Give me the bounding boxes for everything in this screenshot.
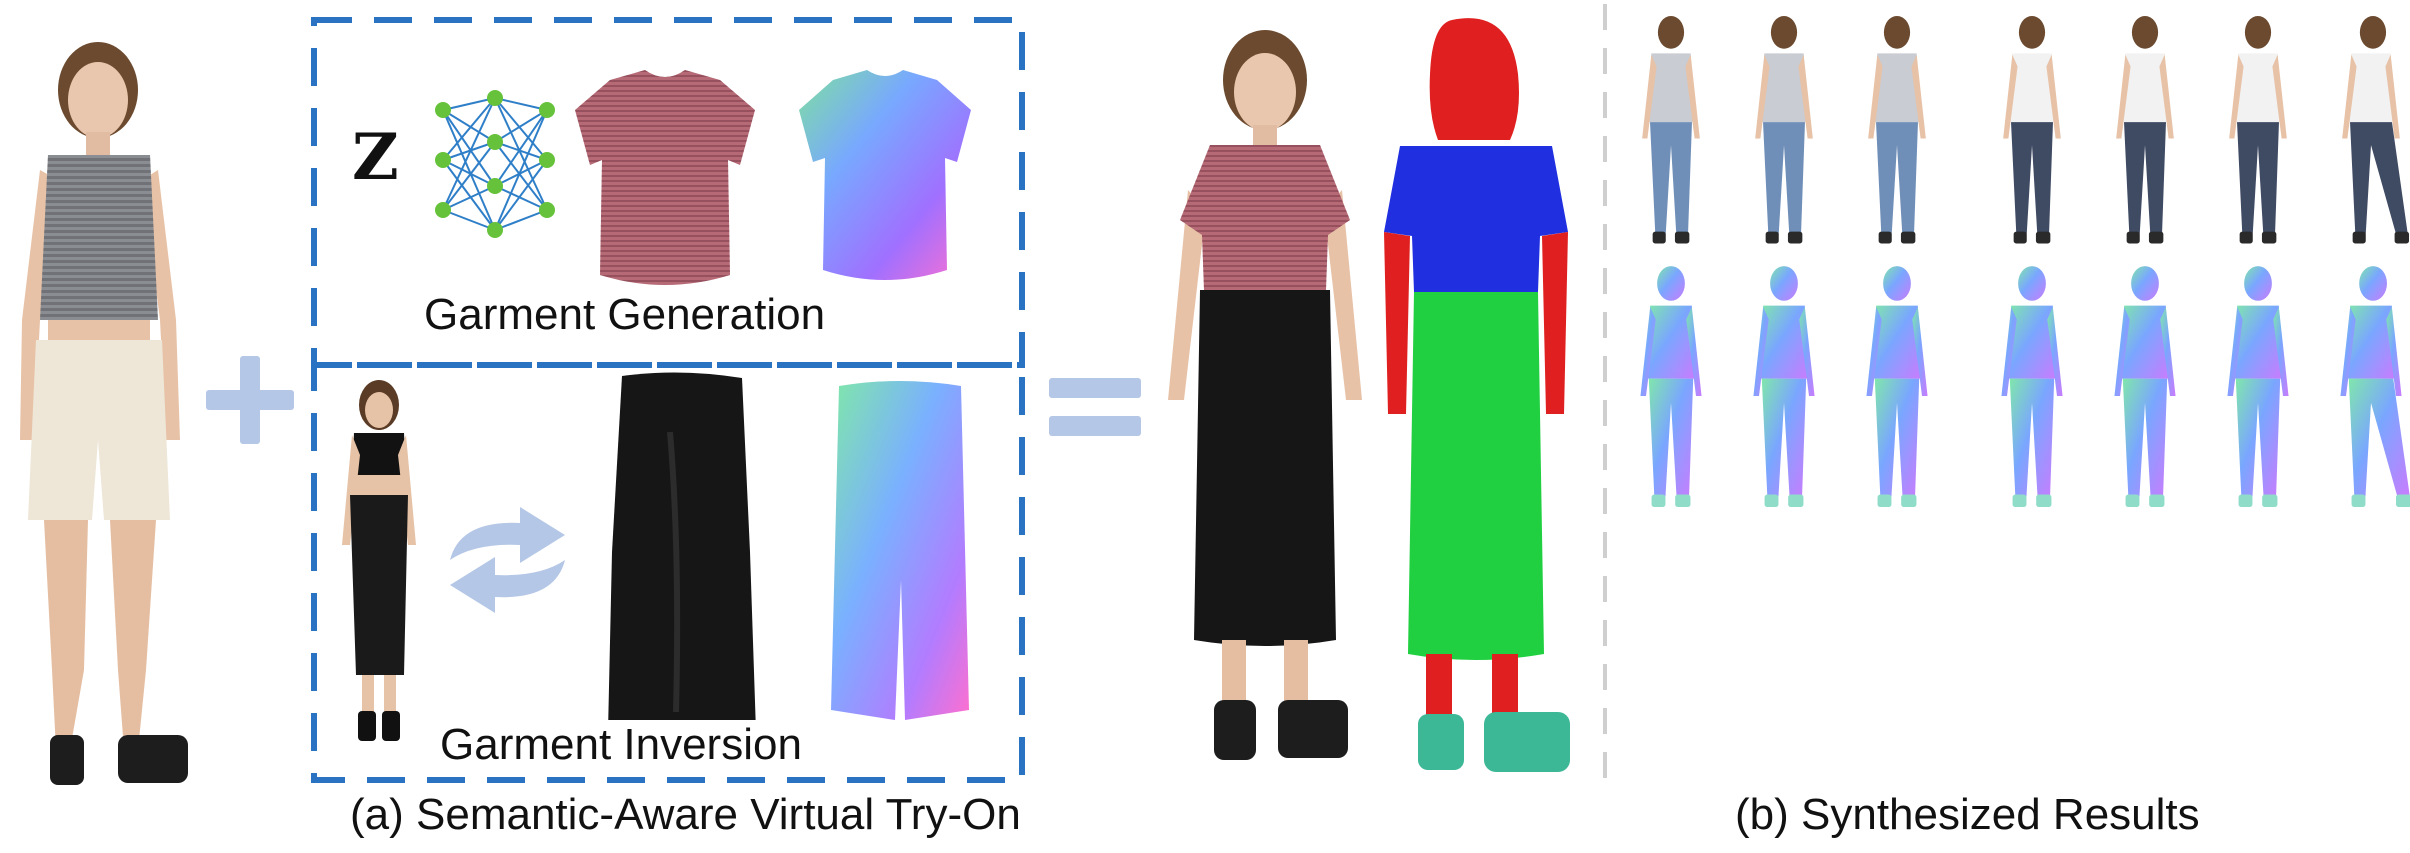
tryon-result-photo — [1168, 30, 1362, 760]
result-normal-figure — [1753, 266, 1815, 508]
result-photo-figure — [2229, 15, 2287, 244]
plus-operator — [206, 356, 294, 444]
result-photo-figure — [1755, 15, 1813, 244]
result-photo-figure — [2116, 15, 2174, 244]
semantic-segmentation-map — [1384, 18, 1570, 772]
latent-z-symbol: Z — [352, 120, 399, 195]
garment-inversion-label: Garment Inversion — [436, 720, 806, 770]
synthesized-results-grid — [1640, 15, 2410, 508]
reference-person-photo — [342, 380, 416, 741]
result-photo-figure — [2003, 15, 2061, 244]
result-normal-figure — [2114, 266, 2176, 508]
result-normal-figure — [2227, 266, 2289, 508]
generated-shirt-normal-map — [799, 70, 971, 280]
result-normal-figure — [1866, 266, 1928, 508]
pipeline-dashed-frame — [311, 17, 1025, 783]
result-photo-figure — [1642, 15, 1700, 244]
result-normal-figure — [1640, 266, 1702, 508]
caption-right: (b) Synthesized Results — [1735, 790, 2200, 839]
neural-network-icon — [435, 90, 555, 238]
equals-operator — [1049, 378, 1141, 436]
result-normal-figure — [2001, 266, 2063, 508]
inverted-skirt-normal-map — [831, 381, 969, 720]
caption-left: (a) Semantic-Aware Virtual Try-On — [350, 790, 1021, 839]
input-person-photo — [20, 42, 188, 785]
panel-divider — [1603, 4, 1607, 786]
result-photo-figure — [2342, 15, 2410, 244]
result-photo-figure — [1868, 15, 1926, 244]
result-normal-figure — [2340, 266, 2410, 508]
garment-generation-label: Garment Generation — [420, 290, 830, 340]
swap-arrows-icon — [450, 507, 565, 613]
generated-shirt-texture — [575, 70, 755, 285]
inverted-skirt-texture — [608, 372, 756, 738]
